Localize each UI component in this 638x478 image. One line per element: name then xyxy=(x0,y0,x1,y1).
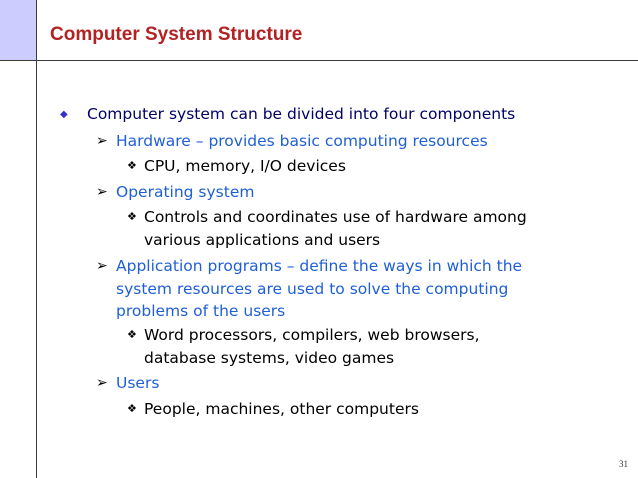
bullet-os-sub-line1: Controls and coordinates use of hardware… xyxy=(144,208,527,226)
bullet-application-programs-line2: system resources are used to solve the c… xyxy=(116,280,509,298)
corner-accent-box xyxy=(0,0,37,61)
bullet-components: Computer system can be divided into four… xyxy=(87,105,516,123)
slide-title: Computer System Structure xyxy=(50,24,303,45)
bullet-operating-system: Operating system xyxy=(116,183,255,201)
diamond-cluster-bullet-icon: ❖ xyxy=(127,402,137,415)
bullet-hardware: Hardware – provides basic computing reso… xyxy=(116,132,488,150)
arrow-bullet-icon: ➢ xyxy=(96,258,108,274)
arrow-bullet-icon: ➢ xyxy=(96,184,108,200)
left-margin-line xyxy=(36,61,37,478)
bullet-users-sub: People, machines, other computers xyxy=(144,400,419,418)
diamond-cluster-bullet-icon: ❖ xyxy=(127,159,137,172)
arrow-bullet-icon: ➢ xyxy=(96,375,108,391)
bullet-application-programs-line3: problems of the users xyxy=(116,302,286,320)
diamond-cluster-bullet-icon: ❖ xyxy=(127,210,137,223)
bullet-hardware-sub: CPU, memory, I/O devices xyxy=(144,157,346,175)
page-number: 31 xyxy=(619,459,628,469)
bullet-apps-sub-line1: Word processors, compilers, web browsers… xyxy=(144,326,480,344)
bullet-apps-sub-line2: database systems, video games xyxy=(144,349,395,367)
diamond-bullet-icon: ◆ xyxy=(60,109,68,120)
bullet-users: Users xyxy=(116,374,160,392)
bullet-os-sub-line2: various applications and users xyxy=(144,231,381,249)
arrow-bullet-icon: ➢ xyxy=(96,133,108,149)
diamond-cluster-bullet-icon: ❖ xyxy=(127,328,137,341)
title-divider-line xyxy=(0,60,638,61)
bullet-application-programs-line1: Application programs – define the ways i… xyxy=(116,257,523,275)
